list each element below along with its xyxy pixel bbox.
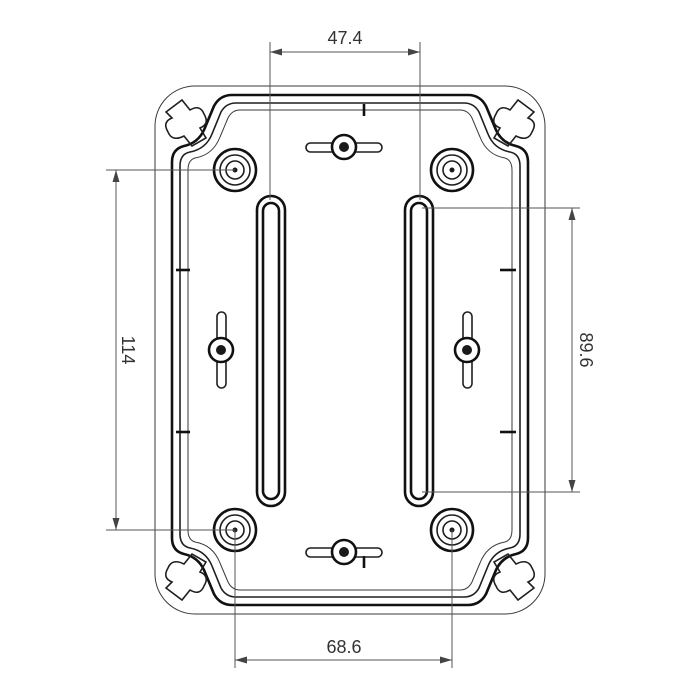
dimension-left: 114	[106, 169, 235, 531]
screw-lid-corner-icon	[164, 552, 208, 602]
screw-boss-icon	[429, 147, 475, 193]
dimension-top-label: 47.4	[327, 28, 362, 48]
screw-lid-corner-icon	[164, 98, 208, 148]
corner-top-left	[164, 98, 208, 148]
screw-lid-corner-icon	[492, 98, 536, 148]
keyhole-top	[305, 133, 383, 161]
slot-left	[255, 194, 287, 508]
corner-bottom-left	[164, 552, 208, 602]
dimension-bottom: 68.6	[234, 530, 453, 668]
dimension-left-label: 114	[118, 336, 138, 365]
dimension-top: 47.4	[269, 28, 421, 200]
keyhole-left	[207, 311, 235, 389]
mounting-slot-icon	[403, 194, 435, 508]
corner-top-right	[492, 98, 536, 148]
keyhole-right	[453, 311, 481, 389]
enclosure-seal-outer	[170, 93, 530, 607]
enclosure-outer-outline	[154, 85, 546, 615]
enclosure-floor-outline	[187, 109, 513, 591]
enclosure-seal-inner	[179, 102, 521, 598]
dimension-right: 89.6	[422, 207, 596, 493]
screw-lid-corner-icon	[492, 552, 536, 602]
screw-boss-top-right	[429, 147, 475, 193]
keyhole-bottom	[305, 538, 383, 566]
wall-ribs	[176, 104, 516, 568]
mounting-slot-icon	[255, 194, 287, 508]
slot-right	[403, 194, 435, 508]
corner-bottom-right	[492, 552, 536, 602]
dimension-bottom-label: 68.6	[326, 637, 361, 657]
dimension-right-label: 89.6	[576, 332, 596, 367]
